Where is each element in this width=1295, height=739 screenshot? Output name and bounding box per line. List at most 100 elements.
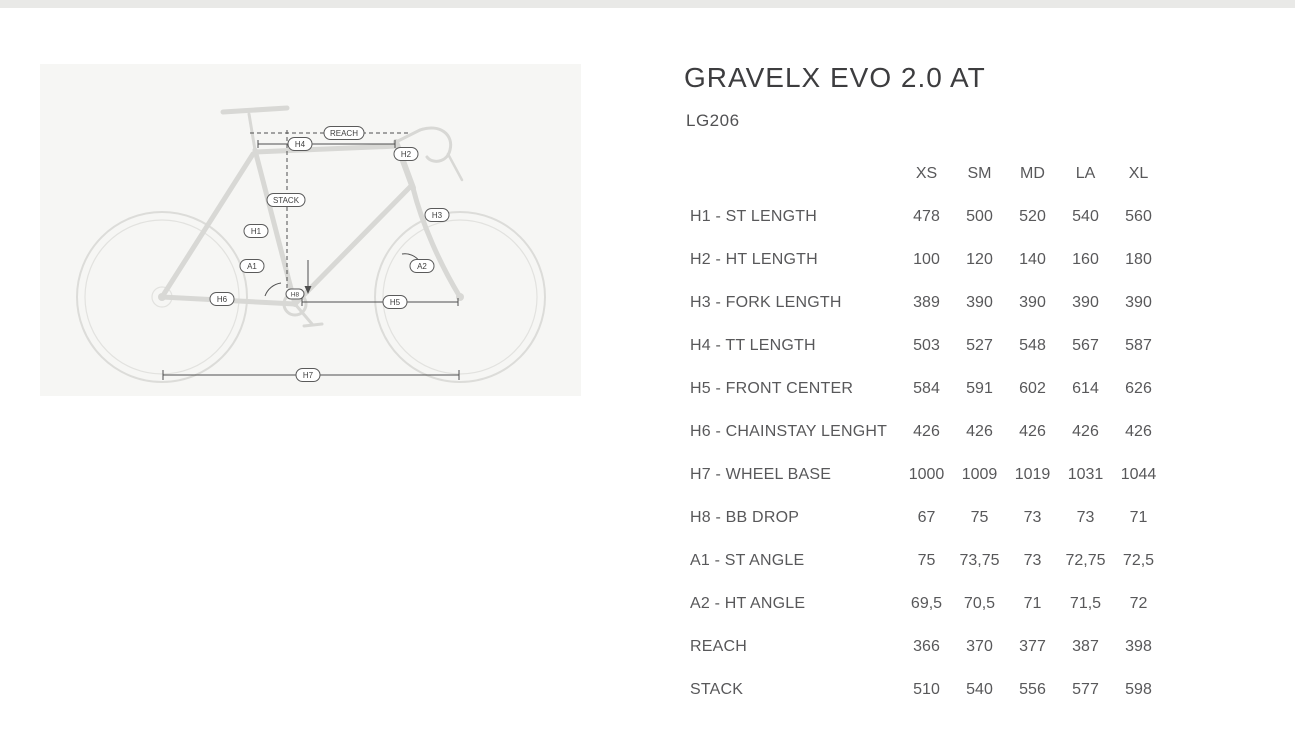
model-code: LG206 — [686, 111, 740, 130]
size-col-xs: XS — [915, 164, 938, 182]
dim-label-h4: H4 — [287, 137, 313, 151]
cell: 72,75 — [1065, 551, 1106, 569]
cell: 387 — [1072, 637, 1099, 655]
cell: 1009 — [961, 465, 998, 483]
size-col-xl: XL — [1128, 164, 1149, 182]
cell: 390 — [966, 293, 993, 311]
table-row: H7 - WHEEL BASE 1000 1009 1019 1031 1044 — [685, 453, 1165, 496]
size-col-md: MD — [1020, 164, 1045, 182]
cell: 426 — [1125, 422, 1152, 440]
dim-label-h6: H6 — [209, 292, 235, 306]
row-label: H7 - WHEEL BASE — [690, 465, 832, 483]
table-row: H3 - FORK LENGTH 389 390 390 390 390 — [685, 281, 1165, 324]
cell: 73 — [1076, 508, 1095, 526]
cell: 398 — [1125, 637, 1152, 655]
cell: 426 — [966, 422, 993, 440]
cell: 587 — [1125, 336, 1152, 354]
row-label: H3 - FORK LENGTH — [690, 293, 842, 311]
table-row: A1 - ST ANGLE 75 73,75 73 72,75 72,5 — [685, 539, 1165, 582]
dim-label-h8: H8 — [285, 288, 305, 300]
row-label: H2 - HT LENGTH — [690, 250, 818, 268]
row-label: REACH — [690, 637, 748, 655]
stack-label: STACK — [273, 196, 300, 205]
size-header-row: XS SM MD LA XL — [685, 152, 1165, 195]
dim-label-h5: H5 — [382, 295, 408, 309]
cell: 560 — [1125, 207, 1152, 225]
cell: 67 — [917, 508, 936, 526]
cell: 390 — [1072, 293, 1099, 311]
h5-label: H5 — [390, 298, 401, 307]
rear-wheel — [76, 211, 248, 383]
cell: 71,5 — [1069, 594, 1102, 612]
cell: 540 — [966, 680, 993, 698]
dim-label-stack: STACK — [266, 193, 306, 207]
cell: 75 — [917, 551, 936, 569]
cell: 70,5 — [963, 594, 996, 612]
geometry-diagram-panel: REACH H4 H2 STACK H3 H1 — [40, 64, 581, 396]
row-label: A2 - HT ANGLE — [690, 594, 806, 612]
cell: 591 — [966, 379, 993, 397]
dim-label-h2: H2 — [393, 147, 419, 161]
bike-geometry-diagram: REACH H4 H2 STACK H3 H1 — [76, 105, 546, 383]
cell: 390 — [1019, 293, 1046, 311]
dim-label-a2: A2 — [409, 259, 435, 273]
row-label: H6 - CHAINSTAY LENGHT — [690, 422, 888, 440]
h3-label: H3 — [432, 211, 443, 220]
row-label: A1 - ST ANGLE — [690, 551, 805, 569]
cell: 478 — [913, 207, 940, 225]
cell: 69,5 — [910, 594, 943, 612]
cell: 567 — [1072, 336, 1099, 354]
dim-label-h3: H3 — [424, 208, 450, 222]
table-row: STACK 510 540 556 577 598 — [685, 668, 1165, 711]
cell: 140 — [1019, 250, 1046, 268]
geometry-table: XS SM MD LA XL H1 - ST LENGTH 478 500 52… — [685, 152, 1165, 711]
cell: 100 — [913, 250, 940, 268]
cell: 73,75 — [959, 551, 1000, 569]
table-row: REACH 366 370 377 387 398 — [685, 625, 1165, 668]
table-row: A2 - HT ANGLE 69,5 70,5 71 71,5 72 — [685, 582, 1165, 625]
a1-label: A1 — [247, 262, 257, 271]
cell: 72 — [1129, 594, 1148, 612]
cell: 75 — [970, 508, 989, 526]
cell: 426 — [913, 422, 940, 440]
cell: 577 — [1072, 680, 1099, 698]
cell: 503 — [913, 336, 940, 354]
cell: 520 — [1019, 207, 1046, 225]
cell: 426 — [1019, 422, 1046, 440]
cell: 527 — [966, 336, 993, 354]
cell: 614 — [1072, 379, 1099, 397]
cell: 377 — [1019, 637, 1046, 655]
dim-label-h1: H1 — [243, 224, 269, 238]
table-row: H4 - TT LENGTH 503 527 548 567 587 — [685, 324, 1165, 367]
cell: 120 — [966, 250, 993, 268]
cell: 180 — [1125, 250, 1152, 268]
cell: 426 — [1072, 422, 1099, 440]
cell: 72,5 — [1122, 551, 1155, 569]
row-label: H1 - ST LENGTH — [690, 207, 817, 225]
table-row: H5 - FRONT CENTER 584 591 602 614 626 — [685, 367, 1165, 410]
cell: 73 — [1023, 551, 1042, 569]
cell: 366 — [913, 637, 940, 655]
h4-label: H4 — [295, 140, 306, 149]
h6-label: H6 — [217, 295, 228, 304]
cell: 1019 — [1014, 465, 1051, 483]
h2-label: H2 — [401, 150, 412, 159]
h7-label: H7 — [303, 371, 314, 380]
top-divider-bar — [0, 0, 1295, 8]
cell: 370 — [966, 637, 993, 655]
dimension-lines — [162, 130, 460, 380]
cell: 602 — [1019, 379, 1046, 397]
cell: 1044 — [1120, 465, 1157, 483]
cell: 1031 — [1067, 465, 1104, 483]
h1-label: H1 — [251, 227, 262, 236]
reach-label: REACH — [330, 129, 358, 138]
h8-label: H8 — [291, 292, 300, 299]
page-title: GRAVELX EVO 2.0 AT — [684, 62, 986, 93]
dim-label-reach: REACH — [323, 126, 365, 140]
row-label: H8 - BB DROP — [690, 508, 800, 526]
row-label: H5 - FRONT CENTER — [690, 379, 854, 397]
cell: 389 — [913, 293, 940, 311]
cell: 626 — [1125, 379, 1152, 397]
table-row: H1 - ST LENGTH 478 500 520 540 560 — [685, 195, 1165, 238]
bike-frame — [159, 105, 464, 328]
